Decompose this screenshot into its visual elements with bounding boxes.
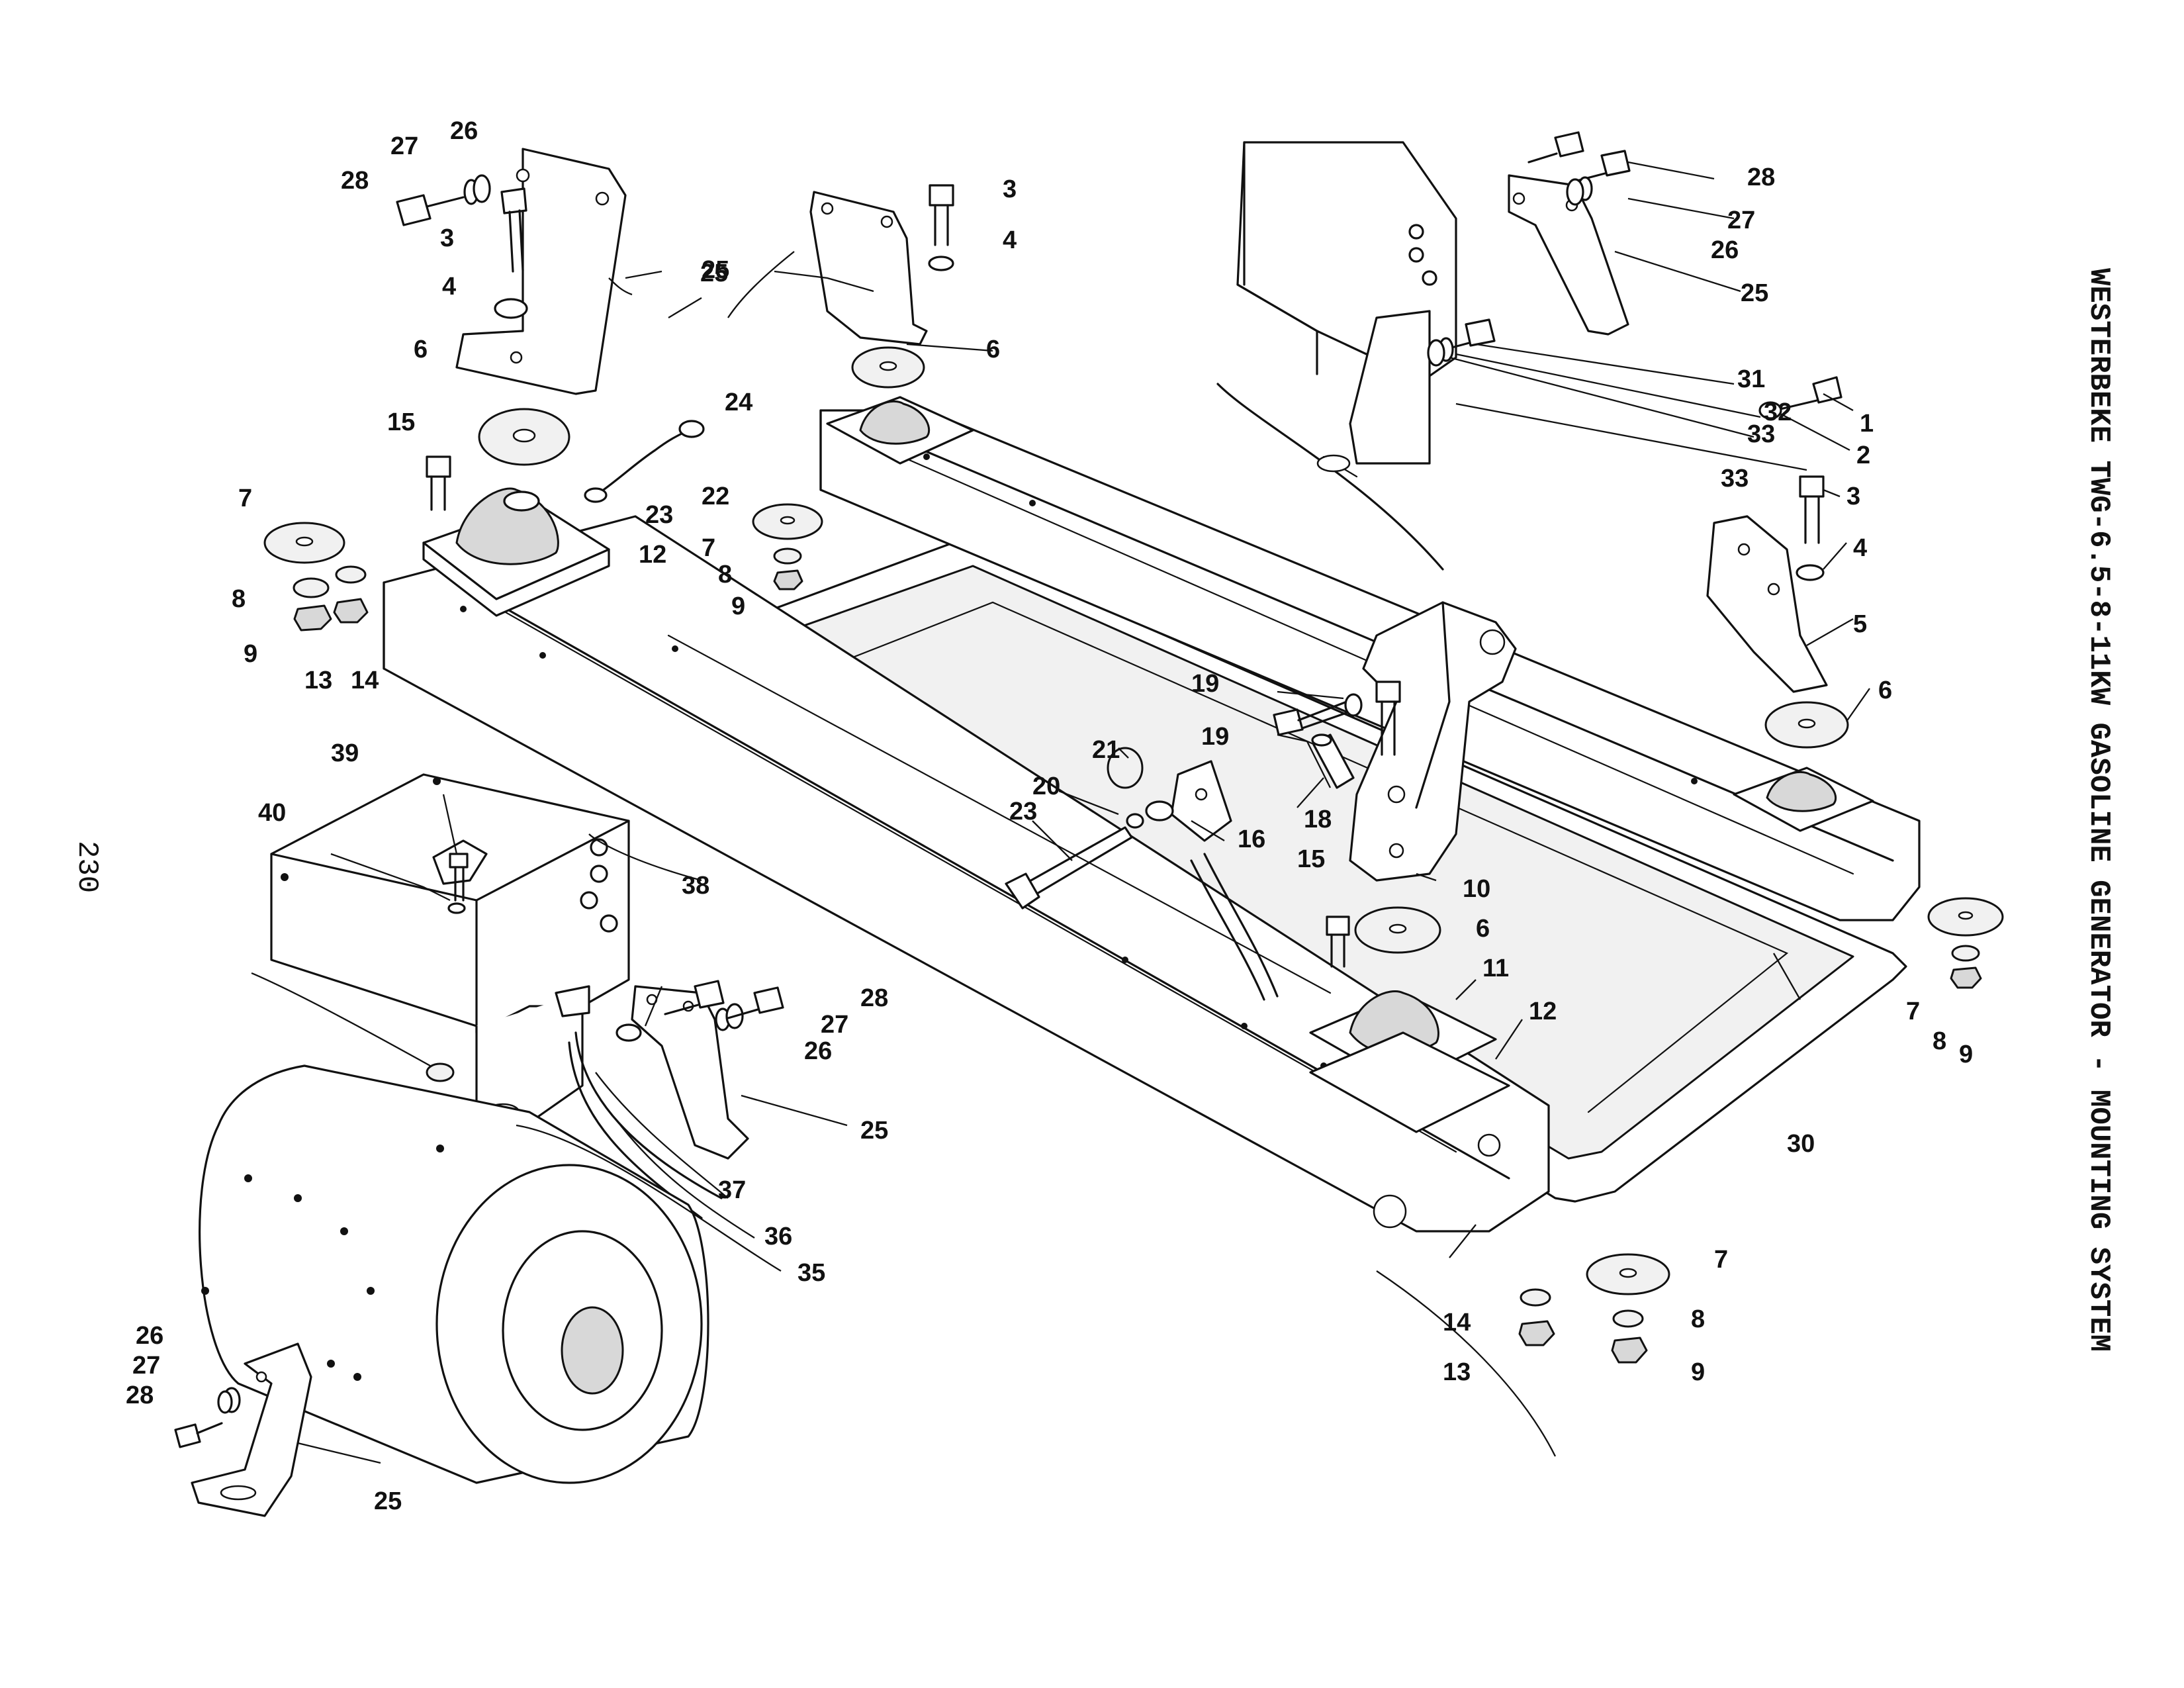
- callout: 7: [1714, 1246, 1728, 1274]
- callout: 18: [1304, 806, 1332, 833]
- callout: 20: [1032, 773, 1060, 800]
- callout: 32: [1764, 399, 1792, 426]
- diagram-title: WESTERBEKE TWG-6.5-8-11KW GASOLINE GENER…: [2082, 268, 2115, 1352]
- callout: 37: [718, 1176, 746, 1204]
- callout: 4: [1003, 226, 1017, 254]
- callout: 6: [1878, 677, 1892, 704]
- callout: 10: [1463, 875, 1490, 903]
- callout: 19: [1201, 723, 1229, 751]
- callout: 36: [764, 1223, 792, 1250]
- leader-lines: [251, 161, 1870, 1464]
- callout: 25: [702, 256, 729, 284]
- mount-assembly-rear-right: [1706, 376, 2004, 989]
- callout: 26: [804, 1037, 832, 1065]
- callout: 9: [1959, 1041, 1973, 1068]
- callout: 9: [1691, 1358, 1705, 1386]
- callout: 40: [258, 799, 286, 827]
- cross-rod: [1005, 826, 1133, 910]
- callout: 23: [645, 501, 673, 529]
- callout-labels: 26 27 28 3 4 25 6 24 15 22 23 12 7 8 9 1…: [126, 117, 1973, 1515]
- callout: 25: [374, 1487, 402, 1515]
- callout: 24: [725, 389, 752, 416]
- mount-assembly-front-left: [263, 148, 705, 632]
- callout: 26: [450, 117, 478, 145]
- callout: 3: [440, 224, 454, 252]
- generator-end-housing: [199, 1062, 709, 1484]
- callout: 28: [126, 1382, 154, 1409]
- callout: 8: [1691, 1305, 1705, 1333]
- callout: 14: [1443, 1309, 1471, 1336]
- callout: 7: [702, 534, 715, 562]
- control-box: [270, 773, 723, 1219]
- callout: 4: [1853, 534, 1867, 562]
- callout: 27: [821, 1011, 848, 1039]
- callout: 13: [304, 667, 332, 694]
- callout: 26: [136, 1322, 163, 1350]
- callout: 12: [639, 541, 666, 569]
- callout: 14: [351, 667, 379, 694]
- callout: 27: [390, 132, 418, 160]
- callout: 2: [1856, 442, 1870, 469]
- callout: 15: [387, 408, 415, 436]
- callout: 13: [1443, 1358, 1471, 1386]
- callout: 39: [331, 739, 359, 767]
- long-tie-rod: [667, 634, 1332, 994]
- callout: 27: [1727, 207, 1755, 234]
- callout: 25: [1741, 279, 1768, 307]
- callout: 1: [1860, 410, 1874, 438]
- left-frame-rail: [383, 515, 1550, 1233]
- callout: 21: [1092, 736, 1120, 764]
- callout: 7: [1906, 998, 1920, 1025]
- callout: 22: [702, 483, 729, 510]
- callout: 8: [718, 561, 732, 588]
- callout: 25: [860, 1117, 888, 1145]
- callout: 5: [1853, 610, 1867, 638]
- callout: 23: [1009, 798, 1037, 825]
- page-number: 230: [70, 841, 103, 893]
- callout: 31: [1737, 365, 1765, 393]
- callout: 30: [1787, 1130, 1815, 1158]
- callout: 28: [1747, 164, 1775, 191]
- callout: 35: [797, 1259, 825, 1287]
- lower-brackets: [174, 980, 784, 1517]
- callout: 28: [341, 167, 369, 195]
- callout: 26: [1711, 236, 1739, 264]
- callout: 6: [414, 336, 428, 363]
- callout: 11: [1482, 955, 1509, 982]
- callout: 38: [682, 872, 709, 900]
- callout: 19: [1191, 670, 1219, 698]
- mount-assembly-rear-center: [752, 184, 974, 590]
- callout: 3: [1003, 175, 1017, 203]
- callout: 16: [1238, 825, 1265, 853]
- engine-block-top-right: [1216, 131, 1631, 571]
- callout: 9: [244, 640, 257, 668]
- callout: 6: [986, 336, 1000, 363]
- callout: 6: [1476, 915, 1490, 943]
- callout: 28: [860, 984, 888, 1012]
- callout: 25: [700, 259, 728, 287]
- mount-leg-center: [1107, 601, 1670, 1364]
- callout: 15: [1297, 845, 1325, 873]
- callout: 4: [442, 273, 456, 301]
- callout: 12: [1529, 998, 1557, 1025]
- callout: 27: [132, 1352, 160, 1380]
- callout: 33: [1721, 465, 1749, 492]
- callout: 7: [238, 485, 252, 512]
- callout: 33: [1747, 420, 1775, 448]
- callout: 8: [232, 585, 246, 613]
- callout: 8: [1933, 1027, 1946, 1055]
- callout: 9: [731, 592, 745, 620]
- callout: 3: [1846, 483, 1860, 510]
